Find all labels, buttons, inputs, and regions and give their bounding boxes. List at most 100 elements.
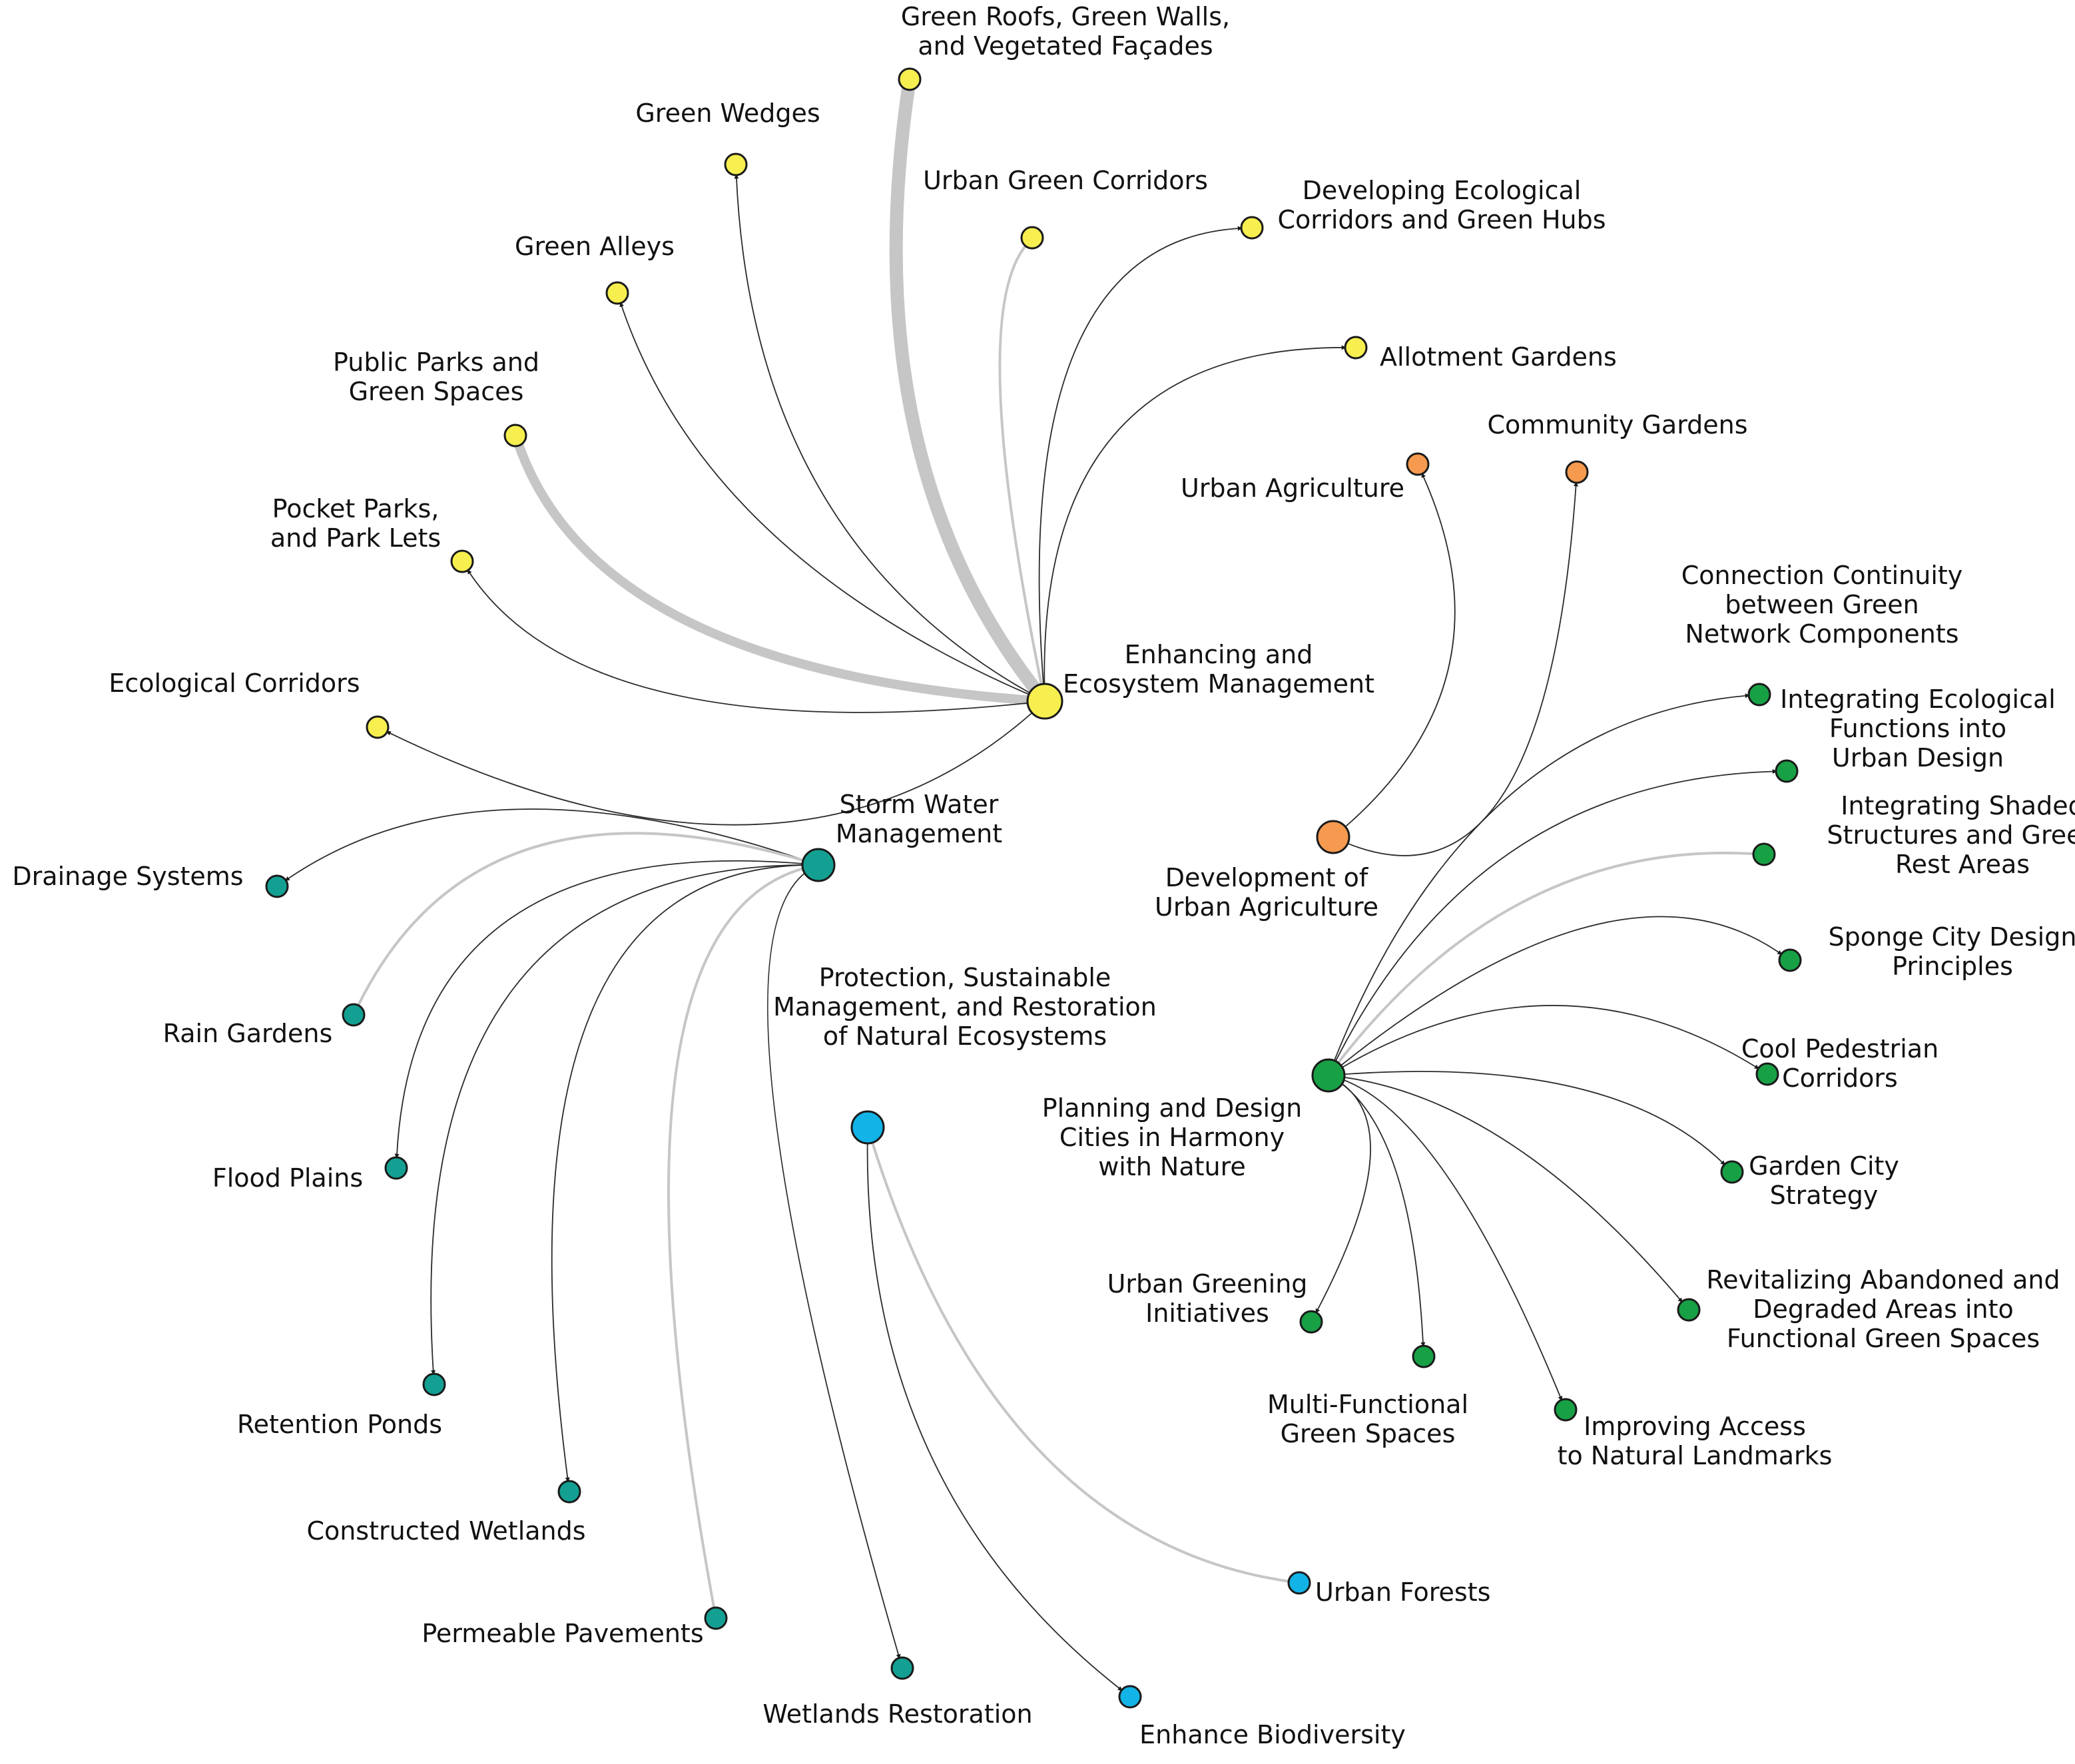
hub-label-pdc-line: Planning and Design	[1042, 1093, 1303, 1123]
node-allot[interactable]	[1344, 336, 1368, 360]
edge-pdc-sponge	[1328, 916, 1783, 1076]
node-integ[interactable]	[1775, 759, 1799, 783]
label-perm: Permeable Pavements	[422, 1619, 703, 1648]
hub-node-dua[interactable]	[1316, 820, 1350, 854]
label-conn-line: Connection Continuity	[1681, 561, 1963, 590]
label-perm-line: Permeable Pavements	[422, 1619, 703, 1648]
node-sponge[interactable]	[1778, 948, 1802, 972]
node-conn[interactable]	[1747, 683, 1771, 707]
hub-label-pdc-line: Cities in Harmony	[1059, 1123, 1285, 1152]
node-drain[interactable]	[265, 874, 289, 898]
node-ecocorr[interactable]	[366, 715, 390, 739]
edge-pdc-conn	[1328, 693, 1750, 1076]
hub-node-pro[interactable]	[850, 1110, 885, 1145]
label-integ-line: Integrating Ecological	[1780, 685, 2056, 714]
node-ua[interactable]	[1406, 452, 1430, 476]
hub-label-dua-line: Development of	[1165, 863, 1369, 892]
edge-pdc-revital	[1328, 1075, 1683, 1303]
node-greening[interactable]	[1299, 1310, 1323, 1334]
label-access-line: to Natural Landmarks	[1558, 1441, 1833, 1470]
label-sponge-line: Sponge City Design	[1829, 922, 2075, 952]
node-cg[interactable]	[1565, 460, 1589, 484]
edge-enh-ecocorr	[386, 701, 1045, 826]
label-cg: Community Gardens	[1487, 410, 1747, 440]
label-alleys: Green Alleys	[515, 232, 675, 261]
label-revital-line: Revitalizing Abandoned and	[1706, 1265, 2060, 1295]
node-multi[interactable]	[1412, 1344, 1436, 1368]
edge-enh-corr	[998, 244, 1046, 702]
node-alleys[interactable]	[605, 281, 629, 305]
edges-layer	[284, 82, 1783, 1691]
node-access[interactable]	[1554, 1398, 1578, 1422]
label-ua: Urban Agriculture	[1181, 473, 1404, 503]
node-flood[interactable]	[384, 1156, 408, 1180]
label-wrest-line: Wetlands Restoration	[762, 1699, 1032, 1729]
edge-swm-cwet	[551, 864, 819, 1482]
edge-pdc-multi	[1328, 1075, 1426, 1347]
node-parks[interactable]	[503, 424, 527, 447]
node-perm[interactable]	[704, 1606, 728, 1630]
node-bio[interactable]	[1118, 1685, 1142, 1709]
edge-enh-wedges	[734, 174, 1045, 702]
label-multi-line: Multi-Functional	[1267, 1390, 1468, 1419]
edge-swm-perm	[667, 864, 819, 1609]
node-cool[interactable]	[1755, 1062, 1779, 1086]
label-shaded-line: Integrating Shaded	[1841, 791, 2075, 820]
label-corr-line: Urban Green Corridors	[923, 166, 1208, 195]
edge-dua-cg	[1333, 481, 1579, 856]
edge-pdc-garden	[1328, 1071, 1725, 1166]
label-sponge-line: Principles	[1892, 952, 2013, 981]
node-dev[interactable]	[1240, 216, 1264, 240]
label-roofs-line: Green Roofs, Green Walls,	[901, 2, 1230, 31]
node-wedges[interactable]	[724, 152, 748, 176]
label-dev-line: Developing Ecological	[1303, 176, 1582, 205]
node-shaded[interactable]	[1752, 842, 1776, 866]
hub-node-enh[interactable]	[1026, 683, 1063, 720]
node-ret[interactable]	[422, 1372, 446, 1396]
hub-label-pro-line: Protection, Sustainable	[819, 963, 1111, 992]
node-cwet[interactable]	[557, 1480, 581, 1504]
edge-enh-allot	[1043, 345, 1346, 702]
node-pocket[interactable]	[450, 549, 474, 573]
label-bio-line: Enhance Biodiversity	[1139, 1720, 1406, 1749]
node-corr[interactable]	[1020, 226, 1044, 250]
label-parks-line: Green Spaces	[349, 377, 524, 406]
node-wrest[interactable]	[890, 1656, 914, 1680]
edge-enh-pocket	[467, 569, 1045, 713]
label-drain-line: Drainage Systems	[12, 862, 243, 891]
edge-dua-ua	[1333, 473, 1456, 838]
label-integ-line: Functions into	[1829, 714, 2006, 743]
label-wedges-line: Green Wedges	[635, 99, 820, 128]
node-rain[interactable]	[342, 1003, 366, 1027]
label-ua-line: Urban Agriculture	[1181, 473, 1404, 503]
hub-node-pdc[interactable]	[1311, 1058, 1346, 1093]
label-cg-line: Community Gardens	[1487, 410, 1747, 440]
node-garden[interactable]	[1720, 1160, 1744, 1184]
edge-swm-flood	[394, 860, 819, 1159]
label-allot: Allotment Gardens	[1380, 342, 1617, 372]
label-conn-line: Network Components	[1685, 619, 1958, 649]
label-garden-line: Strategy	[1770, 1181, 1879, 1210]
hub-node-swm[interactable]	[801, 848, 836, 882]
label-forest: Urban Forests	[1315, 1578, 1490, 1607]
node-forest[interactable]	[1287, 1571, 1311, 1595]
label-alleys-line: Green Alleys	[515, 232, 675, 261]
label-wedges: Green Wedges	[635, 99, 820, 128]
label-access-line: Improving Access	[1584, 1412, 1806, 1441]
label-corr: Urban Green Corridors	[923, 166, 1208, 195]
hub-label-enh-line: Ecosystem Management	[1063, 669, 1374, 699]
label-cwet-line: Constructed Wetlands	[306, 1516, 585, 1546]
label-drain: Drainage Systems	[12, 862, 243, 891]
label-rain-line: Rain Gardens	[163, 1019, 333, 1048]
node-revital[interactable]	[1677, 1298, 1701, 1322]
edge-enh-roofs	[889, 82, 1051, 708]
node-roofs[interactable]	[898, 67, 922, 91]
hub-label-pro-line: of Natural Ecosystems	[823, 1022, 1107, 1051]
